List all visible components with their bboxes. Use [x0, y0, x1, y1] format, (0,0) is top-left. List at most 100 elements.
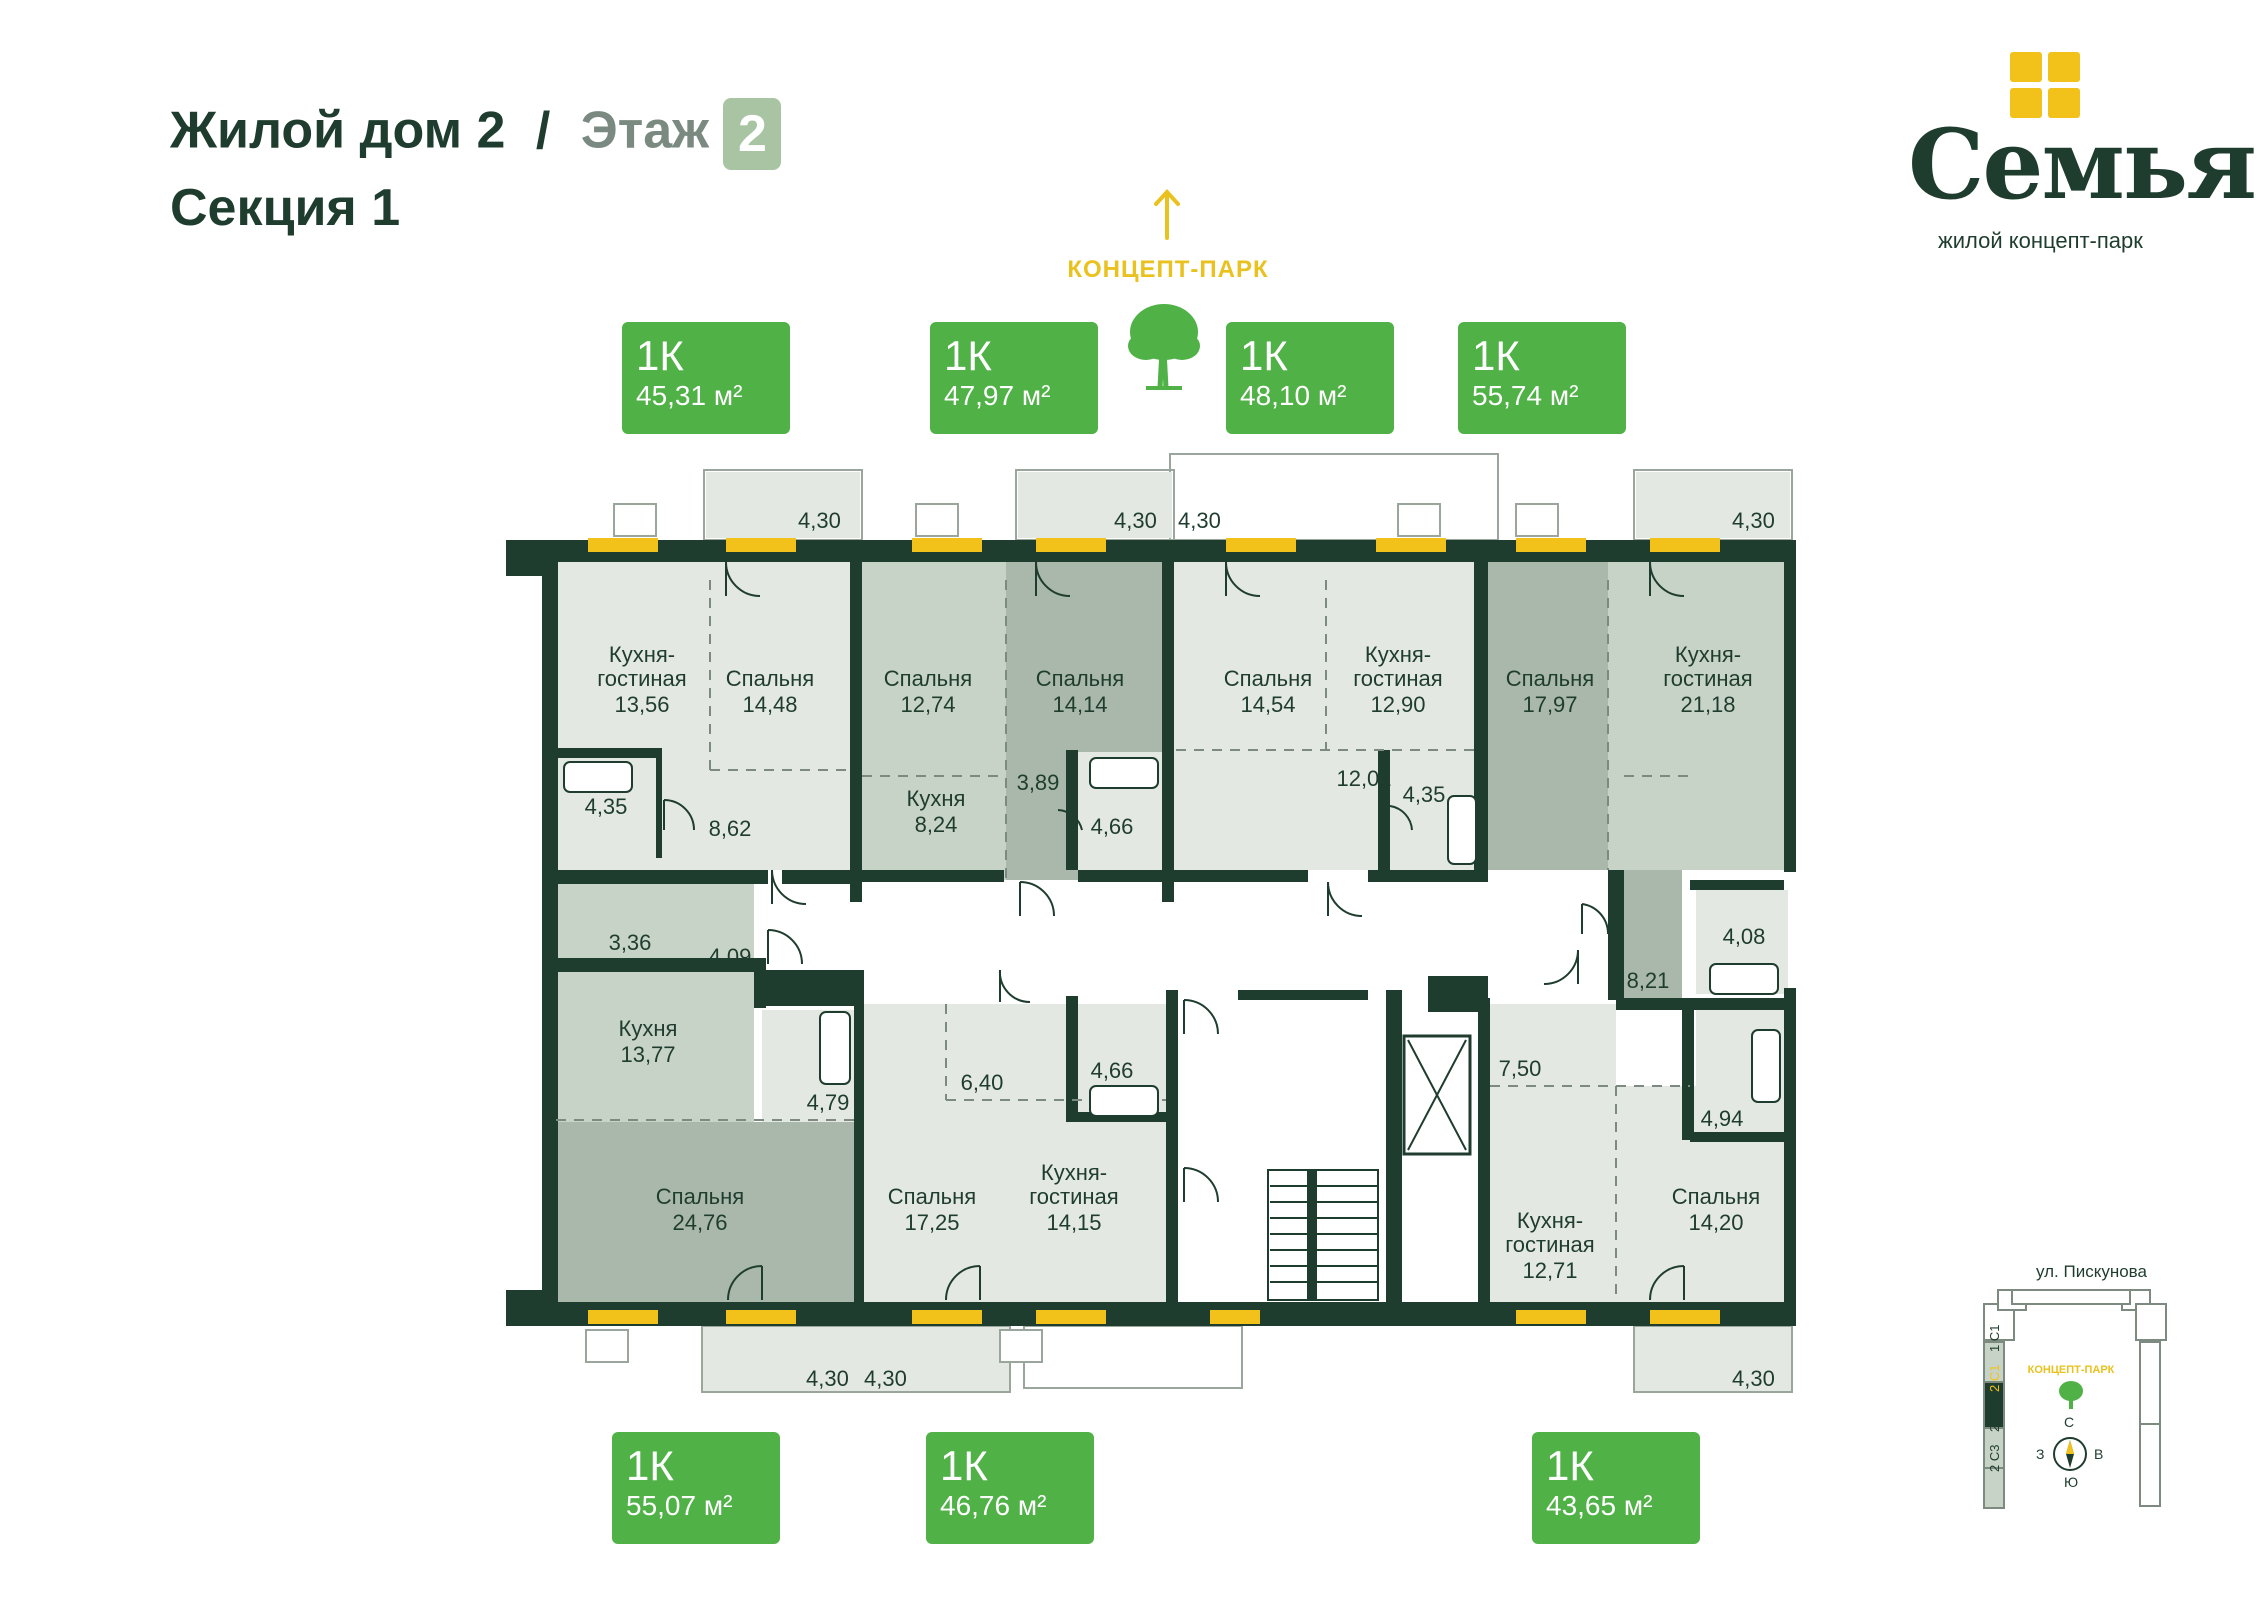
balcony-areas: 4,30 4,30 4,30 4,30 4,30 4,30 4,30 — [798, 508, 1775, 1391]
section-label: 1 С1 — [1987, 1324, 2002, 1352]
apartment-area: 46,76 м² — [940, 1490, 1047, 1521]
apartment-type: 1К — [944, 332, 992, 379]
compass-east: В — [2094, 1446, 2104, 1462]
floor-number-badge: 2 — [723, 98, 782, 170]
room-area: 13,56 — [614, 692, 669, 717]
apartment-card[interactable]: 1К 46,76 м² — [926, 1432, 1094, 1544]
apartment-area: 55,07 м² — [626, 1490, 733, 1521]
compass-south: Ю — [2064, 1474, 2079, 1490]
area-label: 8,62 — [709, 816, 752, 841]
site-minimap: ул. Пискунова 2 С3 2 С2 2 С1 1 С1 КОНЦЕП… — [1976, 1262, 2184, 1512]
balcony-area-label: 4,30 — [1114, 508, 1157, 533]
compass-west: З — [2036, 1446, 2045, 1462]
apartment-card[interactable]: 1К 45,31 м² — [622, 322, 790, 434]
room-area: 17,25 — [904, 1210, 959, 1235]
section-title: Секция 1 — [170, 179, 401, 237]
windows — [588, 538, 1720, 1324]
room-name: гостиная — [1663, 666, 1752, 691]
room-area: 14,54 — [1240, 692, 1295, 717]
room-name: Спальня — [1224, 666, 1312, 691]
room-name: Кухня- — [1517, 1208, 1583, 1233]
balcony-fill-top — [706, 472, 1790, 538]
room-area: 14,48 — [742, 692, 797, 717]
room-name: гостиная — [597, 666, 686, 691]
apartment-area: 45,31 м² — [636, 380, 743, 411]
room-area: 17,97 — [1522, 692, 1577, 717]
apartment-area: 47,97 м² — [944, 380, 1051, 411]
building-name: Жилой дом 2 — [170, 101, 506, 160]
apartment-card[interactable]: 1К 43,65 м² — [1532, 1432, 1700, 1544]
apartment-card[interactable]: 1К 48,10 м² — [1226, 322, 1394, 434]
logo-wordmark: Семья — [1908, 108, 2257, 221]
page-title: Жилой дом 2 / Этаж 2 — [170, 98, 782, 170]
interior-walls — [556, 562, 1796, 1302]
room-name: Кухня- — [609, 642, 675, 667]
apartment-area: 48,10 м² — [1240, 380, 1347, 411]
apartment-area: 55,74 м² — [1472, 380, 1579, 411]
compass-north: С — [2064, 1414, 2075, 1430]
bathtubs — [563, 757, 1781, 1117]
area-label: 4,66 — [1091, 814, 1134, 839]
area-label: 3,36 — [609, 930, 652, 955]
tree-icon — [1126, 302, 1202, 390]
tree-icon — [2058, 1380, 2084, 1410]
room-area: 14,14 — [1052, 692, 1107, 717]
ac-units — [585, 503, 1559, 1363]
room-area: 21,18 — [1680, 692, 1735, 717]
minimap-park-label: КОНЦЕПТ-ПАРК — [2027, 1364, 2115, 1376]
room-name: Спальня — [1672, 1184, 1760, 1209]
area-label: 7,50 — [1499, 1056, 1542, 1081]
elevator-icon — [1402, 1034, 1472, 1156]
room-name: Спальня — [1036, 666, 1124, 691]
room-name: гостиная — [1353, 666, 1442, 691]
apartment-area: 43,65 м² — [1546, 1490, 1653, 1521]
room-labels: Кухня- гостиная 13,56 Спальня 14,48 Спал… — [597, 642, 1760, 1283]
area-label: 4,09 — [709, 944, 752, 969]
balcony-area-label: 4,30 — [798, 508, 841, 533]
apartment-type: 1К — [626, 1442, 674, 1489]
room-name: Кухня — [619, 1016, 678, 1041]
section-label-current: 2 С1 — [1987, 1364, 2002, 1392]
section-label: 2 С2 — [1987, 1404, 2002, 1432]
room-area: 12,71 — [1522, 1258, 1577, 1283]
door-arcs — [663, 561, 1685, 1301]
apartment-card[interactable]: 1К 47,97 м² — [930, 322, 1098, 434]
room-name: Спальня — [1506, 666, 1594, 691]
room-name: Спальня — [726, 666, 814, 691]
room-name: Кухня- — [1675, 642, 1741, 667]
title-separator: / — [535, 101, 551, 160]
logo-tagline: жилой концепт-парк — [1938, 228, 2143, 253]
street-label: ул. Пискунова — [2036, 1262, 2147, 1281]
room-area: 14,20 — [1688, 1210, 1743, 1235]
balcony-area-label: 4,30 — [864, 1366, 907, 1391]
balcony-area-label: 4,30 — [1178, 508, 1221, 533]
room-name: Спальня — [884, 666, 972, 691]
apartment-type: 1К — [1240, 332, 1288, 379]
minimap-buildings — [1983, 1289, 2167, 1509]
apartment-card[interactable]: 1К 55,74 м² — [1458, 322, 1626, 434]
area-label: 8,21 — [1627, 968, 1670, 993]
room-name: гостиная — [1029, 1184, 1118, 1209]
apartment-card[interactable]: 1К 55,07 м² — [612, 1432, 780, 1544]
room-area: 14,15 — [1046, 1210, 1101, 1235]
apartment-type: 1К — [636, 332, 684, 379]
room-area: 13,77 — [620, 1042, 675, 1067]
section-label: 2 С3 — [1987, 1444, 2002, 1472]
compass-icon — [2052, 1436, 2088, 1472]
floor-label: Этаж — [580, 101, 710, 160]
park-direction-label: КОНЦЕПТ-ПАРК — [1067, 256, 1269, 283]
room-area: 8,24 — [915, 812, 958, 837]
area-label: 4,79 — [807, 1090, 850, 1115]
room-name: Кухня — [907, 786, 966, 811]
area-label: 4,35 — [585, 794, 628, 819]
balcony-area-label: 4,30 — [1732, 1366, 1775, 1391]
room-name: Кухня- — [1041, 1160, 1107, 1185]
area-label: 4,35 — [1403, 782, 1446, 807]
area-label: 4,94 — [1701, 1106, 1744, 1131]
apartment-type: 1К — [940, 1442, 988, 1489]
balcony-area-label: 4,30 — [1732, 508, 1775, 533]
area-label: 3,89 — [1017, 770, 1060, 795]
arrow-up-icon — [1152, 188, 1182, 240]
area-label: 4,08 — [1723, 924, 1766, 949]
